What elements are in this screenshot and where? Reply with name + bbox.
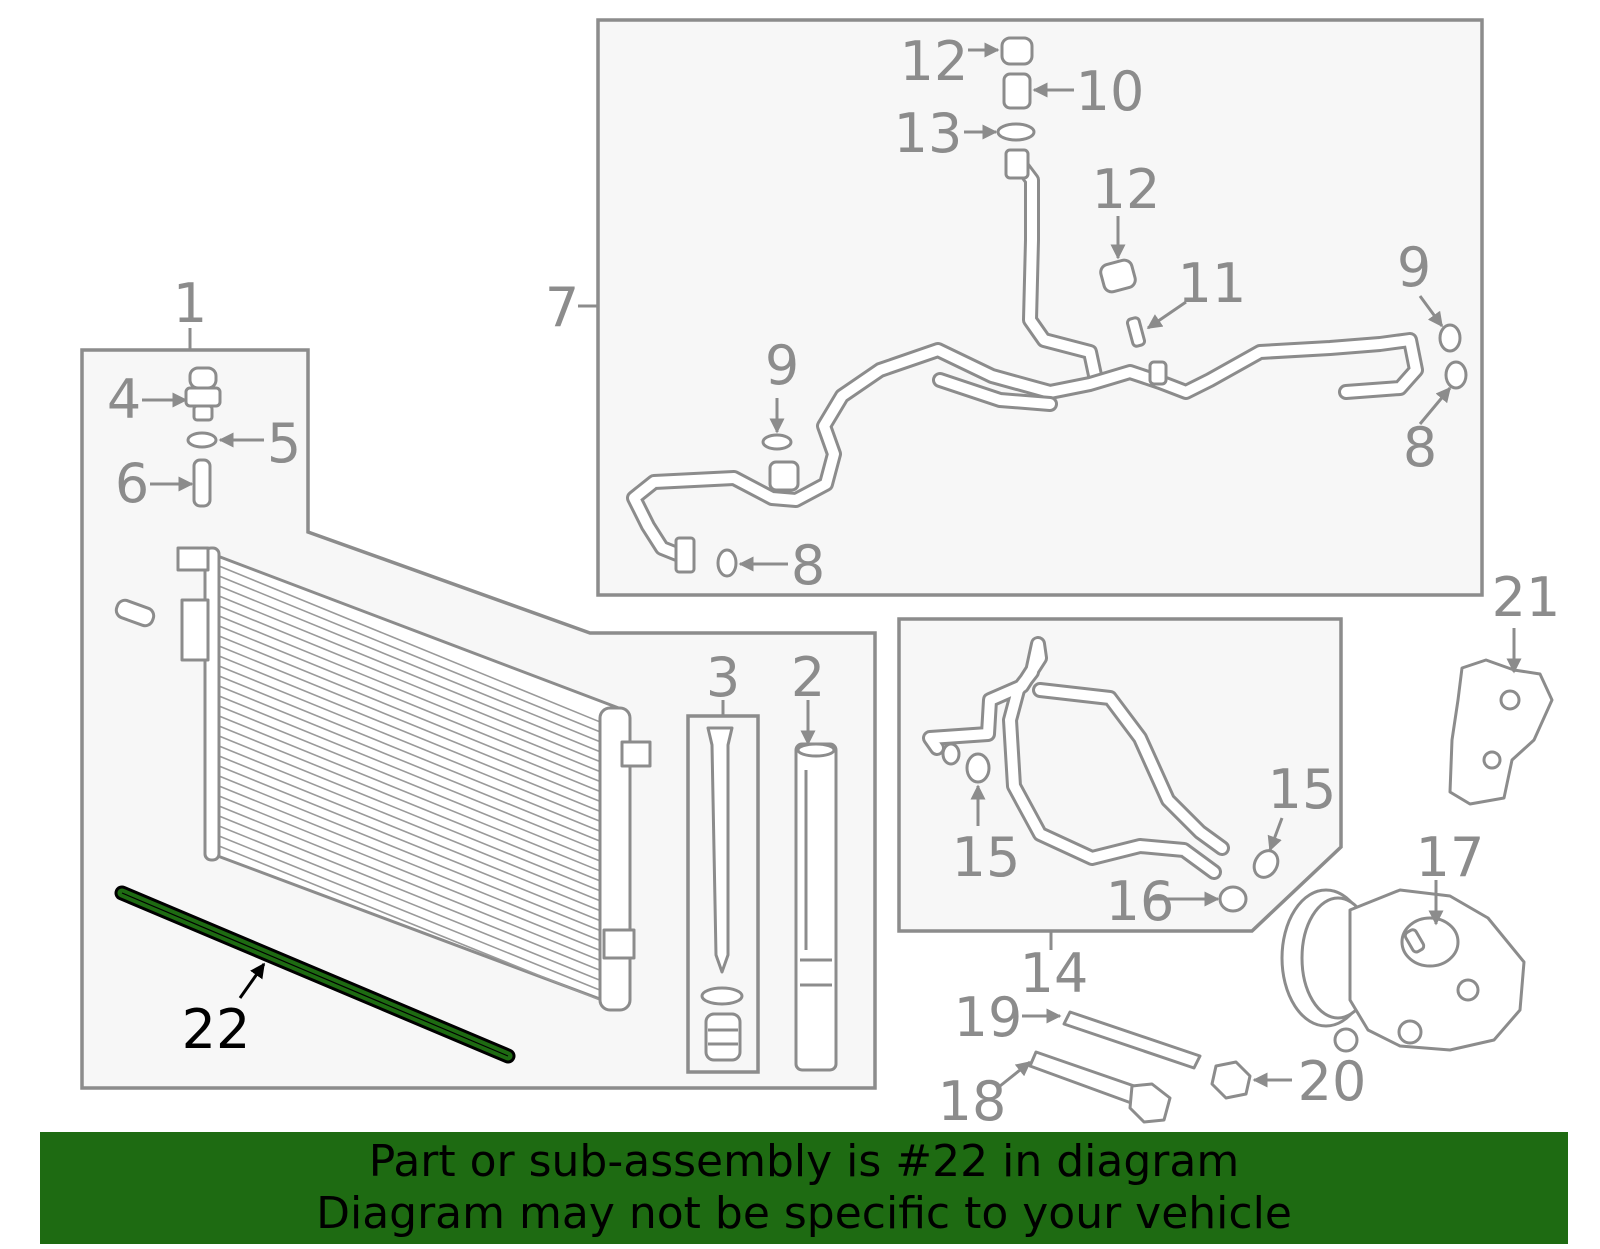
receiver-drier	[794, 742, 838, 1072]
cap-12-mid	[1099, 258, 1137, 294]
callout-9-right: 9	[1397, 236, 1431, 299]
refrigerant-line	[626, 148, 1424, 574]
callout-1: 1	[173, 272, 207, 335]
leader-lines	[142, 42, 1522, 1088]
pressure-switch	[184, 366, 222, 422]
banner-line-1: Part or sub-assembly is #22 in diagram	[368, 1136, 1240, 1187]
callout-18: 18	[938, 1070, 1007, 1133]
valve-10	[1002, 72, 1032, 110]
callout-2: 2	[791, 646, 825, 709]
condenser-fin	[218, 585, 601, 743]
bolt-18	[1028, 1050, 1172, 1124]
callout-8-left: 8	[791, 534, 825, 597]
callout-11: 11	[1178, 252, 1247, 315]
hose-assembly	[922, 636, 1230, 880]
callout-9-left: 9	[765, 334, 799, 397]
condenser-fin	[218, 745, 601, 902]
condenser-fin	[218, 635, 601, 793]
condenser	[114, 546, 652, 1012]
condenser-fin	[218, 835, 601, 991]
callout-20: 20	[1298, 1050, 1367, 1113]
condenser-fin	[218, 815, 601, 972]
callout-16: 16	[1106, 870, 1175, 933]
condenser-fin	[218, 775, 601, 932]
condenser-fin	[218, 825, 601, 981]
condenser-fin	[218, 645, 601, 803]
line-assembly-box	[596, 18, 1484, 597]
callout-7: 7	[545, 276, 579, 339]
condenser-fin	[218, 595, 601, 753]
o-ring-5	[186, 431, 218, 449]
callout-8-right: 8	[1403, 416, 1437, 479]
valve-core-6	[192, 458, 212, 508]
callout-12-mid: 12	[1092, 158, 1161, 221]
ac-compressor	[1280, 888, 1526, 1053]
mounting-bracket	[1448, 658, 1554, 806]
nut-20	[1210, 1060, 1252, 1100]
callout-labels: 1 2 3 4 5 6 7 8 8 9 9 10 11 12 12 13 14 …	[107, 30, 1561, 1133]
callout-13: 13	[894, 102, 963, 165]
condenser-fin	[218, 625, 601, 783]
condenser-fin	[218, 735, 601, 892]
desiccant-filter	[700, 726, 744, 1062]
o-ring-9-right	[1438, 323, 1462, 353]
callout-14: 14	[1020, 942, 1089, 1005]
info-banner: Part or sub-assembly is #22 in diagram D…	[40, 1132, 1568, 1244]
condenser-fin	[218, 725, 601, 882]
condenser-fin	[218, 615, 601, 773]
o-ring-9-left	[761, 433, 793, 451]
condenser-fin	[218, 765, 601, 922]
callout-6: 6	[115, 452, 149, 515]
condenser-fin	[218, 695, 601, 852]
callout-15-left: 15	[952, 826, 1021, 889]
o-ring-15-left	[965, 752, 991, 784]
valve-11	[1125, 316, 1147, 348]
banner-line-2: Diagram may not be specific to your vehi…	[316, 1188, 1292, 1239]
callout-12-top: 12	[900, 30, 969, 93]
o-ring-13	[996, 122, 1036, 142]
callout-22: 22	[182, 998, 251, 1061]
condenser-fin	[218, 715, 601, 872]
o-ring-16	[1218, 885, 1248, 913]
condenser-fin	[218, 665, 601, 823]
callout-3: 3	[706, 646, 740, 709]
condenser-fin	[218, 675, 601, 832]
condenser-fin	[218, 655, 601, 813]
condenser-fin	[218, 845, 601, 1001]
o-ring-8-left	[716, 548, 738, 578]
callout-19: 19	[954, 986, 1023, 1049]
condenser-fin	[218, 755, 601, 912]
callout-5: 5	[267, 412, 301, 475]
callout-4: 4	[107, 368, 141, 431]
cap-12-top	[1000, 36, 1034, 66]
condenser-fin	[218, 575, 601, 733]
stud-19	[1062, 1010, 1202, 1070]
callout-15-right: 15	[1268, 758, 1337, 821]
o-ring-8-right	[1444, 360, 1468, 390]
condenser-fin	[218, 795, 601, 952]
condenser-fin	[218, 705, 601, 862]
condenser-fin	[218, 685, 601, 842]
condenser-fin	[218, 605, 601, 763]
part-22-seal	[114, 885, 516, 1064]
o-ring-15-right	[1252, 849, 1280, 879]
callout-10: 10	[1076, 60, 1145, 123]
condenser-fin	[218, 565, 601, 723]
callout-21: 21	[1492, 566, 1561, 629]
condenser-fin	[218, 805, 601, 962]
callout-17: 17	[1416, 826, 1485, 889]
condenser-fin	[218, 785, 601, 942]
